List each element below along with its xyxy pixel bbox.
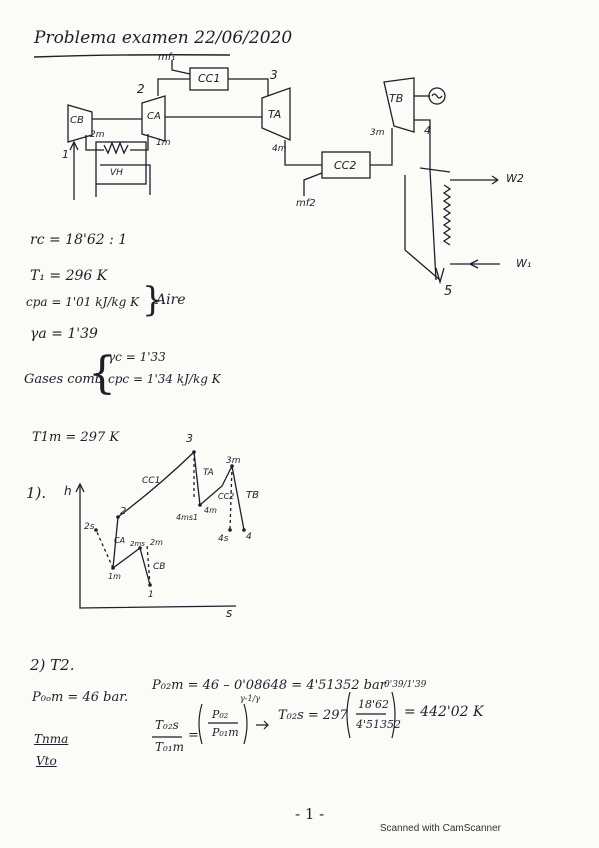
point-3m-label: 3m — [370, 128, 385, 138]
p0m-line: P₀ₒm = 46 bar. — [32, 690, 129, 705]
hs-p2: 2 — [120, 506, 127, 517]
hs-p1m: 1m — [108, 572, 121, 581]
cpa-line: cpa = 1'01 kJ/kg K — [26, 295, 140, 309]
hs-p4: 4 — [246, 532, 252, 542]
hs-p4m: 4m — [204, 506, 217, 515]
hs-p2s: 2s — [84, 522, 95, 532]
cb-label: CB — [70, 115, 84, 126]
gases-brace: { — [88, 348, 116, 399]
hs-ta: TA — [203, 468, 214, 478]
cc1-label: CC1 — [198, 72, 221, 85]
eq-mid-exp: γ-1/γ — [240, 694, 261, 703]
w1-label: W₁ — [516, 257, 532, 270]
mf2-label: mf2 — [296, 198, 316, 209]
cc2-label: CC2 — [334, 159, 357, 172]
cpc-line: cpc = 1'34 kJ/kg K — [108, 372, 221, 386]
eq-left-num: T₀₂s — [155, 718, 179, 732]
w2-label: W2 — [506, 172, 524, 185]
tb-label: TB — [389, 92, 404, 105]
hs-h-axis: h — [64, 484, 72, 498]
hs-p1: 1 — [148, 590, 154, 600]
hs-cb: CB — [153, 562, 166, 572]
hs-p3m: 3m — [226, 456, 241, 466]
hs-tb: TB — [246, 490, 259, 501]
point-2-label: 2 — [137, 82, 145, 96]
eq-mid-den: P₀₁m — [212, 726, 239, 739]
mf1-label: mf₁ — [158, 52, 176, 63]
eq-equals-1: = — [188, 728, 199, 743]
hs-ca: CA — [114, 536, 126, 545]
eq-exp2: 0'39/1'39 — [384, 680, 427, 690]
note-tnma: Tnma — [34, 732, 69, 746]
t1m-line: T1m = 297 K — [32, 430, 120, 445]
note-vto: Vto — [36, 754, 57, 768]
part1-heading: 1). — [26, 484, 47, 502]
point-1m-label: 1m — [156, 138, 171, 148]
hs-cc2: CC2 — [218, 492, 235, 501]
hs-p4ms: 4ms1 — [176, 513, 199, 522]
eq-frac-num: 18'62 — [358, 698, 390, 711]
gamma-c-line: γc = 1'33 — [108, 350, 166, 364]
eq-left-den: T₀₁m — [155, 740, 185, 754]
eq-result-lhs: T₀₂s = 297 — [278, 708, 348, 723]
vh-label: VH — [110, 168, 123, 178]
hs-p4s: 4s — [218, 534, 229, 544]
ta-label: TA — [268, 108, 282, 121]
eq-mid-num: P₀₂ — [212, 708, 229, 721]
part2-heading: 2) T2. — [30, 656, 75, 674]
hs-s-axis: s — [226, 606, 233, 620]
aire-label: Aire — [156, 292, 186, 308]
ca-label: CA — [147, 111, 161, 122]
point-5-label: 5 — [444, 284, 453, 299]
aire-brace: } — [142, 280, 164, 320]
t1-line: T₁ = 296 K — [30, 268, 108, 284]
gamma-line: γa = 1'39 — [30, 326, 98, 342]
point-4-label: 4 — [424, 124, 431, 137]
rc-line: rc = 18'62 : 1 — [30, 232, 128, 248]
hs-p2ms: 2ms — [130, 540, 145, 548]
p02m-calc: P₀₂m = 46 – 0'08648 = 4'51352 bar — [152, 678, 386, 693]
gases-label: Gases comb — [24, 372, 104, 387]
point-3-label: 3 — [270, 68, 278, 82]
eq-frac-den: 4'51352 — [356, 718, 402, 731]
point-2m-label: 2m — [90, 130, 105, 140]
hs-cc1: CC1 — [142, 476, 161, 486]
page-title: Problema examen 22/06/2020 — [34, 28, 293, 48]
eq-result: = 442'02 K — [404, 704, 484, 720]
scanner-footer: Scanned with CamScanner — [379, 823, 501, 834]
hs-p3: 3 — [186, 432, 193, 445]
hs-p2m: 2m — [150, 538, 163, 547]
page-number: - 1 - — [295, 805, 325, 823]
point-1-label: 1 — [62, 148, 69, 161]
point-4m-label: 4m — [272, 144, 287, 154]
